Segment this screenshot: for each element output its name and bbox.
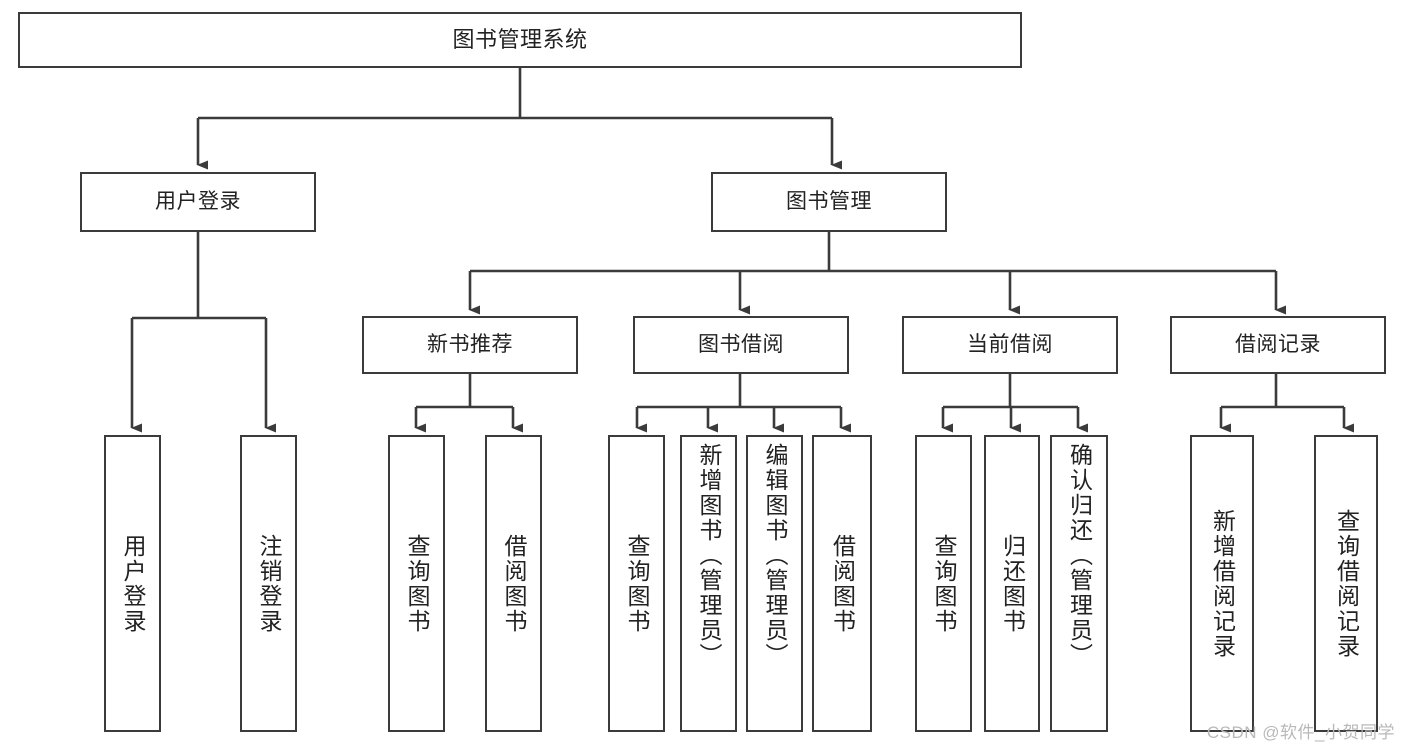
node-label: 新书推荐	[427, 332, 513, 356]
leaf-new-book-query[interactable]: 查询图书	[388, 435, 445, 732]
leaf-borrow-add-book-admin[interactable]: 新增图书（管理员）	[680, 435, 737, 732]
csdn-watermark: CSDN @软件_小贺同学	[1206, 723, 1395, 742]
node-label: 借阅图书	[829, 533, 856, 634]
node-user-login[interactable]: 用户登录	[80, 172, 316, 232]
node-label: 归还图书	[999, 533, 1026, 634]
node-label: 用户登录	[155, 189, 241, 213]
node-current-borrow[interactable]: 当前借阅	[902, 316, 1118, 374]
leaf-new-book-borrow[interactable]: 借阅图书	[485, 435, 542, 732]
leaf-user-login-login[interactable]: 用户登录	[104, 435, 161, 732]
leaf-borrow-edit-book-admin[interactable]: 编辑图书（管理员）	[746, 435, 803, 732]
leaf-current-return-book[interactable]: 归还图书	[984, 435, 1040, 732]
node-label: 查询借阅记录	[1333, 508, 1360, 659]
node-label: 注销登录	[256, 533, 282, 634]
node-label: 新增图书（管理员）	[696, 443, 722, 668]
leaf-record-add-record[interactable]: 新增借阅记录	[1190, 435, 1254, 732]
node-root-system[interactable]: 图书管理系统	[18, 12, 1022, 68]
node-label: 查询图书	[404, 533, 430, 634]
node-label: 当前借阅	[967, 332, 1053, 356]
node-label: 用户登录	[120, 533, 146, 634]
node-new-book-recommend[interactable]: 新书推荐	[362, 316, 578, 374]
leaf-borrow-query-book[interactable]: 查询图书	[608, 435, 665, 732]
node-book-management[interactable]: 图书管理	[711, 172, 947, 232]
node-label: 借阅图书	[501, 533, 527, 634]
node-borrow-record[interactable]: 借阅记录	[1170, 316, 1386, 374]
node-label: 查询图书	[931, 533, 957, 634]
node-label: 图书管理系统	[452, 27, 588, 53]
leaf-current-confirm-return-admin[interactable]: 确认归还（管理员）	[1050, 435, 1108, 732]
leaf-borrow-borrow-book[interactable]: 借阅图书	[812, 435, 872, 732]
node-label: 确认归还（管理员）	[1066, 443, 1093, 668]
node-label: 新增借阅记录	[1209, 508, 1236, 659]
node-label: 查询图书	[624, 533, 650, 634]
node-label: 图书借阅	[698, 332, 784, 356]
leaf-user-login-logout[interactable]: 注销登录	[240, 435, 297, 732]
node-book-borrow[interactable]: 图书借阅	[633, 316, 849, 374]
node-label: 图书管理	[786, 189, 872, 213]
node-label: 编辑图书（管理员）	[762, 443, 788, 668]
node-label: 借阅记录	[1235, 332, 1321, 356]
leaf-current-query-book[interactable]: 查询图书	[915, 435, 972, 732]
leaf-record-query-record[interactable]: 查询借阅记录	[1314, 435, 1378, 732]
